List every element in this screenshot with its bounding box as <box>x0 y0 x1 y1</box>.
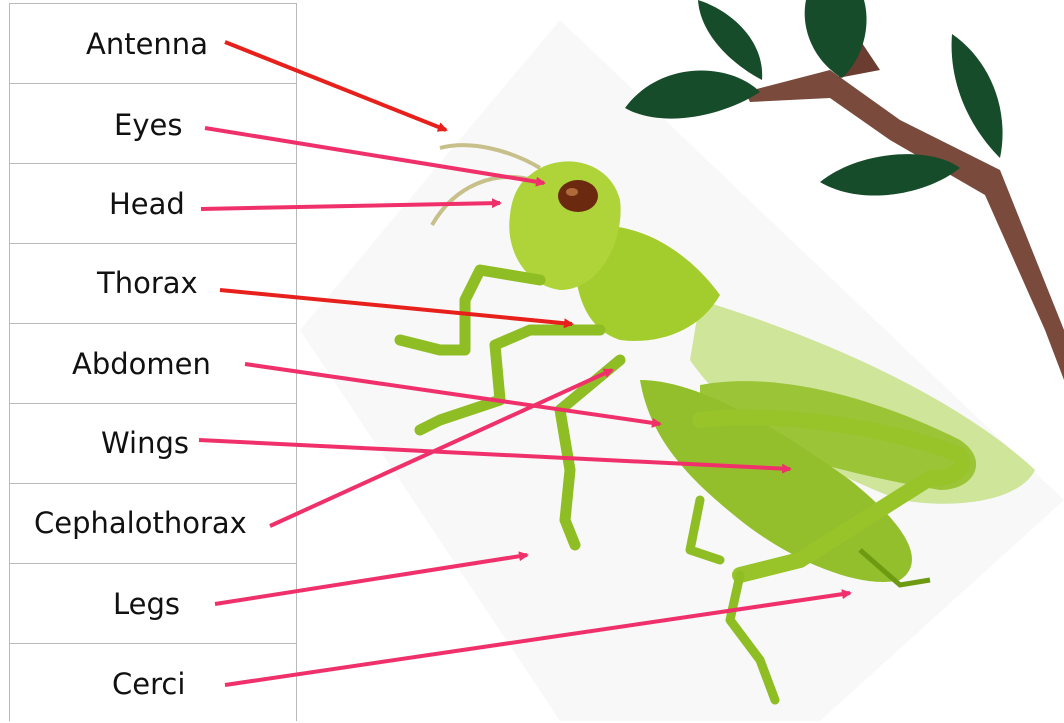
arrow-thorax <box>220 290 572 324</box>
arrow-abdomen <box>245 364 660 424</box>
arrow-cerci <box>225 593 850 685</box>
arrow-antenna <box>225 42 446 130</box>
arrow-wings <box>199 440 790 469</box>
arrow-eyes <box>205 128 544 183</box>
arrow-legs <box>215 555 527 604</box>
arrow-head <box>201 203 500 209</box>
